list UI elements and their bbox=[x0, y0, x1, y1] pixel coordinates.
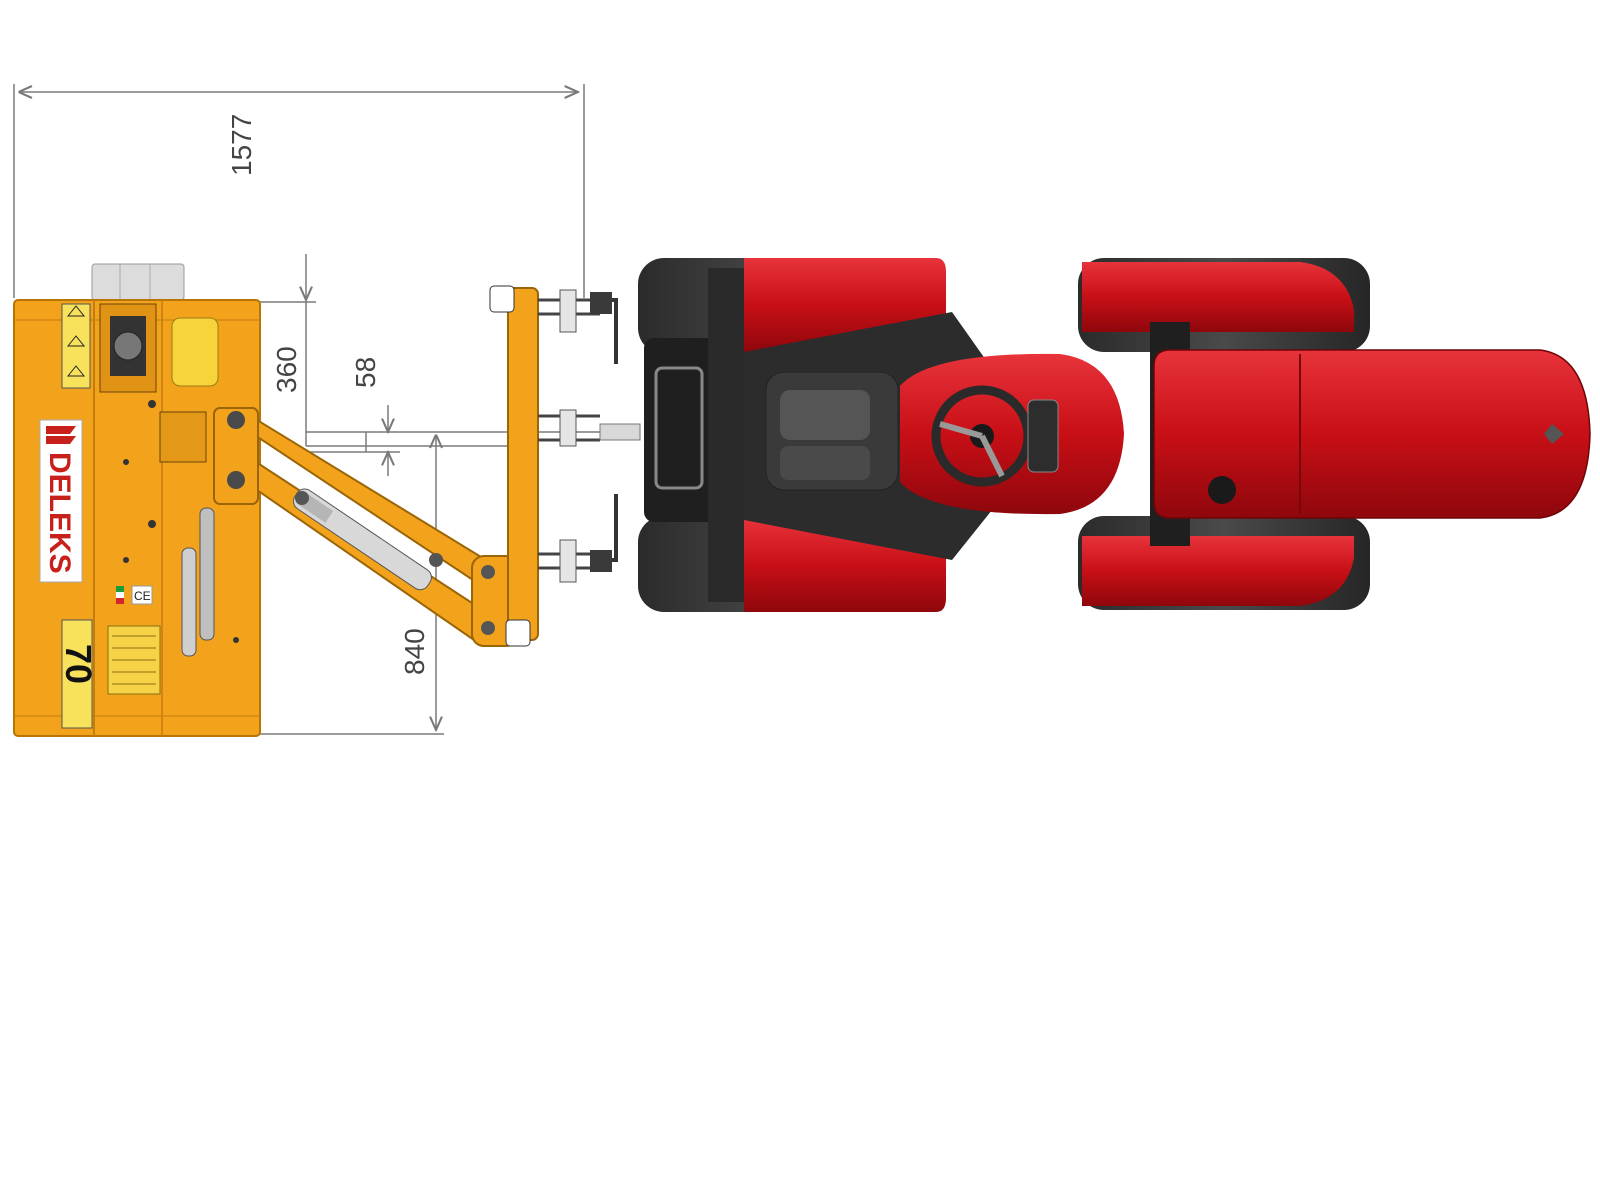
brand-logo-panel bbox=[39, 419, 83, 583]
ce-mark: CE bbox=[134, 589, 151, 603]
dimension-label-840: 840 bbox=[399, 628, 430, 675]
gearbox-cover bbox=[91, 263, 185, 301]
brand-name: DELEKS bbox=[43, 452, 76, 574]
dimension-label-360: 360 bbox=[271, 346, 302, 393]
model-plate bbox=[61, 619, 93, 729]
instrument-panel bbox=[1027, 399, 1059, 473]
brand-logo-icon bbox=[46, 426, 76, 444]
dimension-label-58: 58 bbox=[350, 357, 381, 388]
model-plate-number: 70 bbox=[58, 644, 99, 684]
dimension-label-1577: 1577 bbox=[226, 114, 257, 176]
mounting-mast bbox=[507, 287, 539, 641]
tractor-badge-icon bbox=[1544, 424, 1564, 444]
dimension-overall-width: 1577 bbox=[13, 84, 585, 298]
dimension-mount-offset: 360 bbox=[256, 254, 530, 447]
flail-mower: DELEKS CE 70 bbox=[13, 263, 261, 737]
engine-hood bbox=[1153, 349, 1591, 519]
articulated-arm bbox=[213, 285, 600, 647]
tractor bbox=[590, 258, 1591, 612]
dimension-arm-offset: 58 bbox=[306, 357, 600, 476]
dimension-deck-depth: 840 bbox=[256, 436, 444, 735]
